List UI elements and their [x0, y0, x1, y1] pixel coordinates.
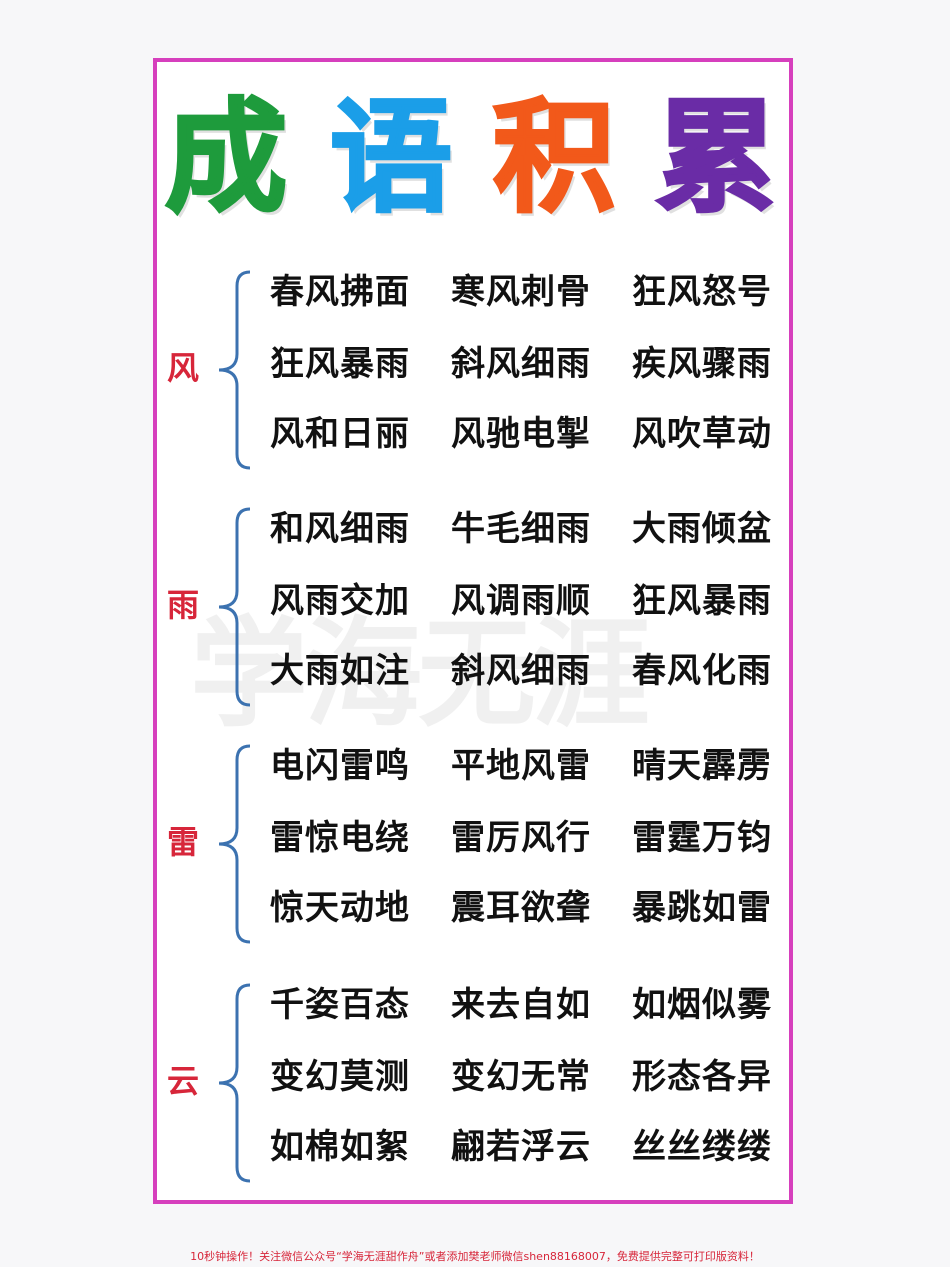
idiom-item: 狂风怒号	[632, 272, 772, 312]
title-char-4: 累	[654, 87, 779, 230]
group-label: 云	[166, 1062, 199, 1100]
idiom-item: 风和日丽	[270, 414, 410, 454]
idiom-item: 雷霆万钧	[632, 818, 772, 858]
brace-icon	[218, 744, 251, 944]
group-label: 风	[166, 349, 199, 387]
title-char-1: 成	[164, 87, 289, 230]
idiom-item: 狂风暴雨	[632, 581, 772, 621]
idiom-group-rain: 雨 和风细雨 牛毛细雨 大雨倾盆 风雨交加 风调雨顺 狂风暴雨 大雨如注 斜风细…	[0, 507, 950, 707]
idiom-item: 疾风骤雨	[632, 344, 772, 384]
idiom-item: 狂风暴雨	[270, 344, 410, 384]
title-char-3: 积	[492, 87, 617, 230]
idiom-item: 如棉如絮	[270, 1127, 410, 1167]
idiom-item: 雷惊电绕	[270, 818, 410, 858]
group-label: 雷	[166, 823, 199, 861]
idiom-item: 平地风雷	[451, 746, 591, 786]
idiom-item: 晴天霹雳	[632, 746, 772, 786]
idiom-item: 暴跳如雷	[632, 888, 772, 928]
idiom-item: 惊天动地	[270, 888, 410, 928]
idiom-item: 电闪雷鸣	[270, 746, 410, 786]
idiom-item: 千姿百态	[270, 985, 410, 1025]
idiom-item: 大雨如注	[270, 651, 410, 691]
idiom-item: 丝丝缕缕	[632, 1127, 772, 1167]
idiom-item: 斜风细雨	[451, 344, 591, 384]
idiom-item: 寒风刺骨	[451, 272, 591, 312]
title-char-2: 语	[329, 87, 454, 230]
idiom-item: 翩若浮云	[451, 1127, 591, 1167]
idiom-item: 风吹草动	[632, 414, 772, 454]
idiom-item: 风雨交加	[270, 581, 410, 621]
idiom-item: 春风化雨	[632, 651, 772, 691]
idiom-item: 风调雨顺	[451, 581, 591, 621]
page-title: 成 语 积 累	[0, 87, 950, 230]
watermark: 学海无涯	[190, 605, 650, 743]
group-label: 雨	[166, 586, 199, 624]
brace-icon	[218, 270, 251, 470]
idiom-item: 大雨倾盆	[632, 509, 772, 549]
idiom-item: 变幻无常	[451, 1057, 591, 1097]
idiom-item: 变幻莫测	[270, 1057, 410, 1097]
idiom-item: 震耳欲聋	[451, 888, 591, 928]
idiom-item: 雷厉风行	[451, 818, 591, 858]
idiom-item: 和风细雨	[270, 509, 410, 549]
brace-icon	[218, 983, 251, 1183]
idiom-item: 斜风细雨	[451, 651, 591, 691]
idiom-item: 如烟似雾	[632, 985, 772, 1025]
idiom-group-cloud: 云 千姿百态 来去自如 如烟似雾 变幻莫测 变幻无常 形态各异 如棉如絮 翩若浮…	[0, 983, 950, 1183]
content-card	[153, 58, 793, 1204]
idiom-item: 风驰电掣	[451, 414, 591, 454]
idiom-item: 形态各异	[632, 1057, 772, 1097]
footer-notice: 10秒钟操作！关注微信公众号“学海无涯甜作舟”或者添加樊老师微信shen8816…	[190, 1250, 760, 1263]
idiom-group-thunder: 雷 电闪雷鸣 平地风雷 晴天霹雳 雷惊电绕 雷厉风行 雷霆万钧 惊天动地 震耳欲…	[0, 744, 950, 944]
idiom-item: 春风拂面	[270, 272, 410, 312]
idiom-group-wind: 风 春风拂面 寒风刺骨 狂风怒号 狂风暴雨 斜风细雨 疾风骤雨 风和日丽 风驰电…	[0, 270, 950, 470]
brace-icon	[218, 507, 251, 707]
idiom-item: 牛毛细雨	[451, 509, 591, 549]
idiom-item: 来去自如	[451, 985, 591, 1025]
